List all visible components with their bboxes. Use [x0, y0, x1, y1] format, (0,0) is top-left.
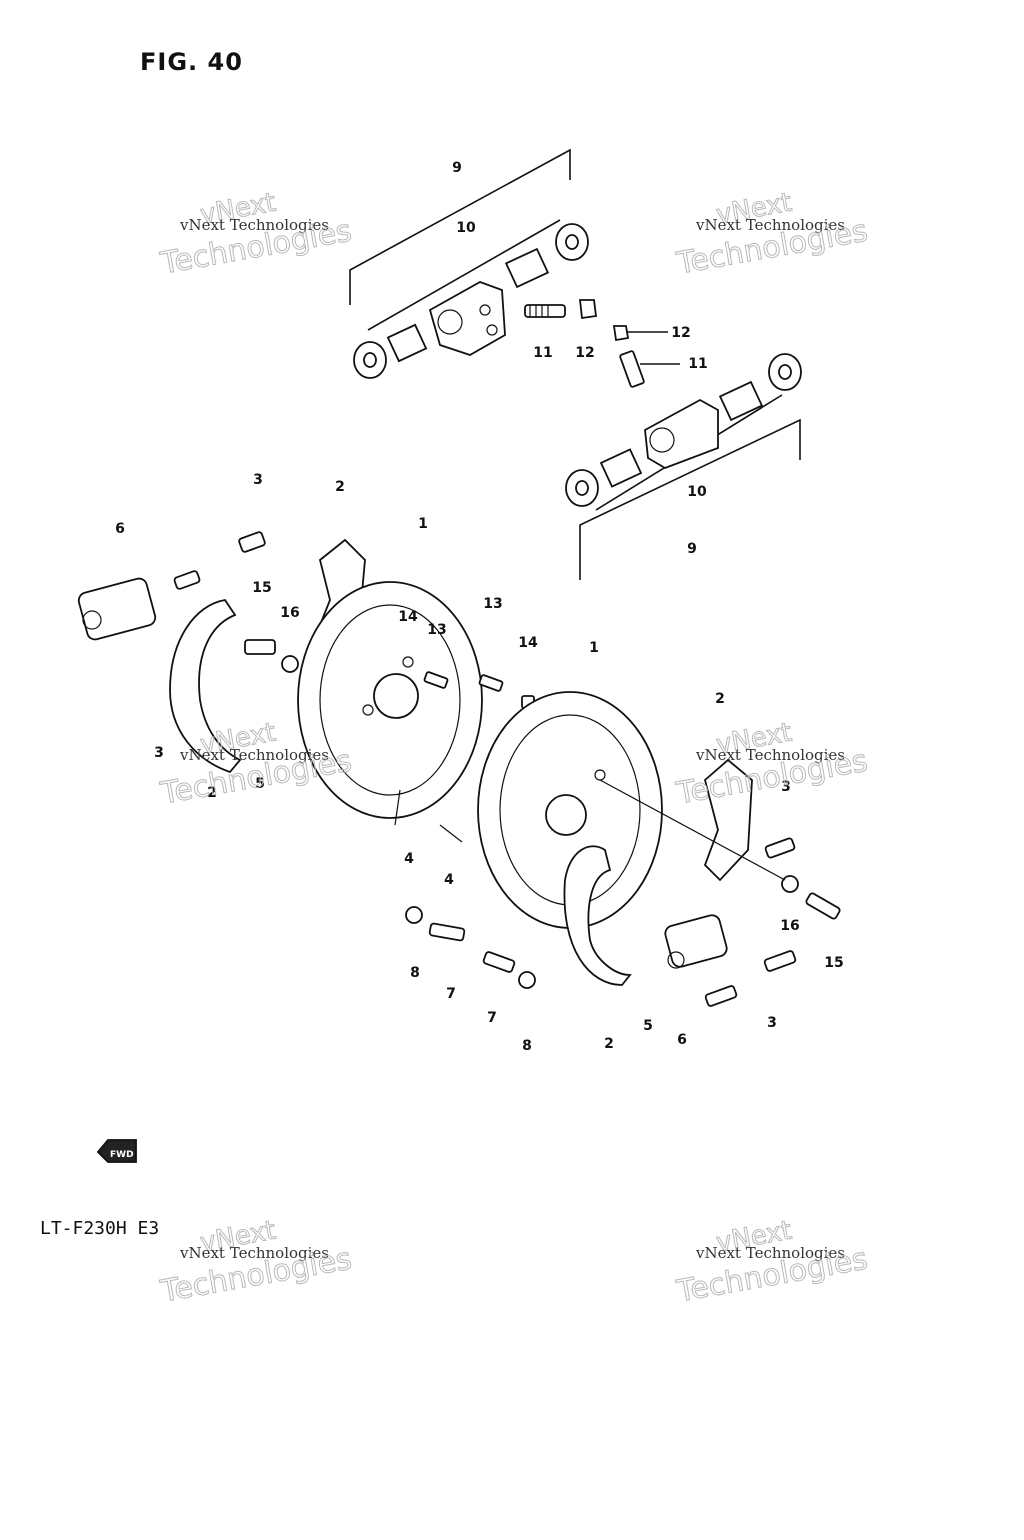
brake-set-right	[477, 691, 841, 1007]
callout-number: 3	[154, 745, 164, 761]
callout-number: 15	[252, 580, 271, 596]
watermark-small-text: vNext Technologies	[696, 1244, 846, 1262]
watermark-small-text: vNext Technologies	[180, 746, 330, 764]
watermark-small-text: vNext Technologies	[180, 1244, 330, 1262]
figure-title: FIG. 40	[140, 48, 243, 76]
callout-number: 9	[452, 160, 462, 176]
callout-number: 6	[115, 521, 125, 537]
forward-arrow-icon: FWD	[96, 1139, 137, 1163]
callout-number: 2	[715, 691, 725, 707]
callout-number: 5	[255, 776, 265, 792]
brake-set-left	[77, 531, 536, 989]
callout-number: 2	[604, 1036, 614, 1052]
callout-number: 9	[687, 541, 697, 557]
callout-number: 11	[688, 356, 707, 372]
callout-number: 12	[671, 325, 690, 341]
callout-number: 2	[335, 479, 345, 495]
callout-number: 16	[280, 605, 299, 621]
callout-number: 5	[643, 1018, 653, 1034]
callout-number: 4	[404, 851, 414, 867]
callout-number: 8	[522, 1038, 532, 1054]
callout-number: 7	[487, 1010, 497, 1026]
model-label: LT-F230H E3	[40, 1218, 160, 1239]
fwd-label: FWD	[110, 1150, 134, 1160]
callout-number: 12	[575, 345, 594, 361]
callout-number: 13	[483, 596, 502, 612]
callout-number: 15	[824, 955, 843, 971]
wheel-cylinder-assembly-lower	[565, 353, 802, 580]
callout-number: 14	[518, 635, 538, 651]
watermark-small-text: vNext Technologies	[180, 216, 330, 234]
callout-number: 14	[398, 609, 418, 625]
wheel-cylinder-assembly-upper	[349, 148, 589, 379]
callout-number: 6	[677, 1032, 687, 1048]
callout-number: 7	[446, 986, 456, 1002]
callout-number: 1	[418, 516, 428, 532]
watermark-small-text: vNext Technologies	[696, 216, 846, 234]
callout-number: 11	[533, 345, 552, 361]
callout-number: 2	[207, 785, 217, 801]
callout-number: 10	[687, 484, 707, 500]
callout-number: 3	[781, 779, 791, 795]
callout-number: 1	[589, 640, 599, 656]
callout-number: 16	[780, 918, 799, 934]
callout-number: 13	[427, 622, 446, 638]
callout-number: 8	[410, 965, 420, 981]
callout-number: 10	[456, 220, 476, 236]
watermark-small-text: vNext Technologies	[696, 746, 846, 764]
callout-number: 3	[767, 1015, 777, 1031]
bleeder-screw-and-cap	[524, 299, 680, 388]
callout-number: 4	[444, 872, 454, 888]
callout-number: 3	[253, 472, 263, 488]
